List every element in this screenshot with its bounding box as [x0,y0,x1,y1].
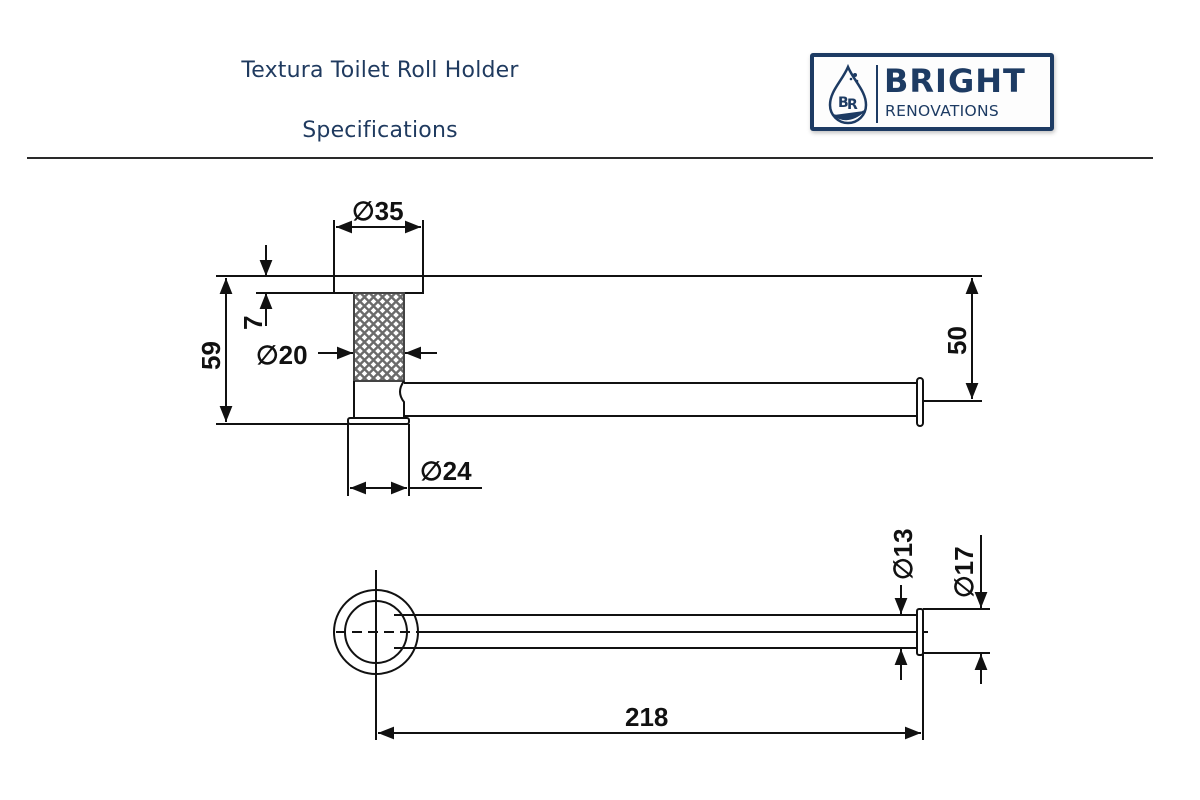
document-title: Textura Toilet Roll Holder [241,58,519,83]
top-view [333,535,990,740]
dim-flange-thickness: 7 [238,316,268,330]
dim-stem-diameter: ∅20 [256,340,308,370]
top-view-dimensions: ∅13 ∅17 218 [625,528,979,732]
side-view [216,220,982,496]
water-drop-monogram-icon: B R [828,63,868,125]
dim-base-diameter: ∅24 [420,456,472,486]
bright-renovations-logo: B R BRIGHT RENOVATIONS [810,53,1054,131]
logo-brand-tagline: RENOVATIONS [885,102,1000,120]
svg-text:B: B [838,95,849,111]
dim-overall-length: 218 [625,702,668,732]
side-view-dimensions: ∅35 7 59 ∅20 ∅24 50 [196,196,972,486]
logo-brand-name: BRIGHT [884,62,1026,100]
svg-text:R: R [847,97,858,113]
dim-overall-height: 59 [196,341,226,370]
logo-divider [876,65,878,123]
dim-arm-offset: 50 [942,326,972,355]
header-divider [27,157,1153,159]
dim-flange-diameter: ∅35 [352,196,404,226]
document-subtitle: Specifications [302,118,458,143]
dim-end-cap-diameter: ∅17 [949,546,979,598]
dim-arm-diameter: ∅13 [888,528,918,580]
